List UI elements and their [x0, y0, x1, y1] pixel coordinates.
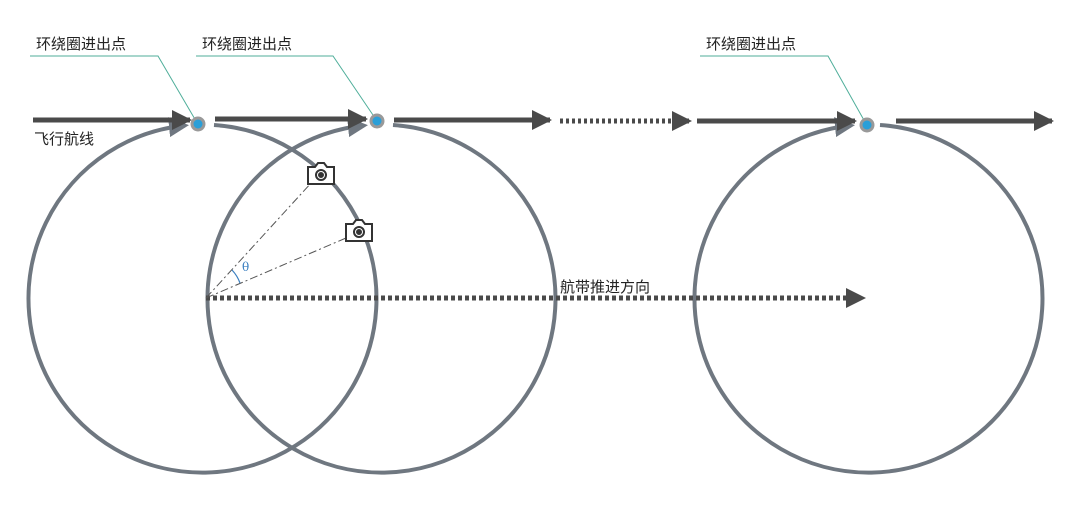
callout-line-2: [196, 55, 376, 119]
flight-route-label: 飞行航线: [34, 130, 95, 148]
callout-line-3: [700, 55, 866, 123]
entry-exit-point-2: [369, 113, 385, 129]
entry-exit-label-2: 环绕圈进出点: [202, 35, 293, 53]
camera-icon: [307, 162, 335, 185]
angle-label: θ: [242, 260, 250, 274]
angle-arc: [231, 269, 241, 284]
loop-circle-1: [26, 117, 379, 475]
camera-icon: [345, 219, 373, 242]
entry-exit-label-3: 环绕圈进出点: [706, 35, 797, 53]
loop-circle-2: [205, 117, 558, 475]
sight-line-1: [205, 181, 313, 299]
entry-exit-point-1: [190, 116, 206, 132]
entry-exit-point-3: [859, 117, 875, 133]
callout-line-1: [30, 55, 197, 122]
sight-line-2: [205, 237, 347, 299]
strip-direction-label: 航带推进方向: [560, 278, 651, 296]
entry-exit-label-1: 环绕圈进出点: [36, 35, 127, 53]
loop-circle-3: [692, 117, 1045, 475]
